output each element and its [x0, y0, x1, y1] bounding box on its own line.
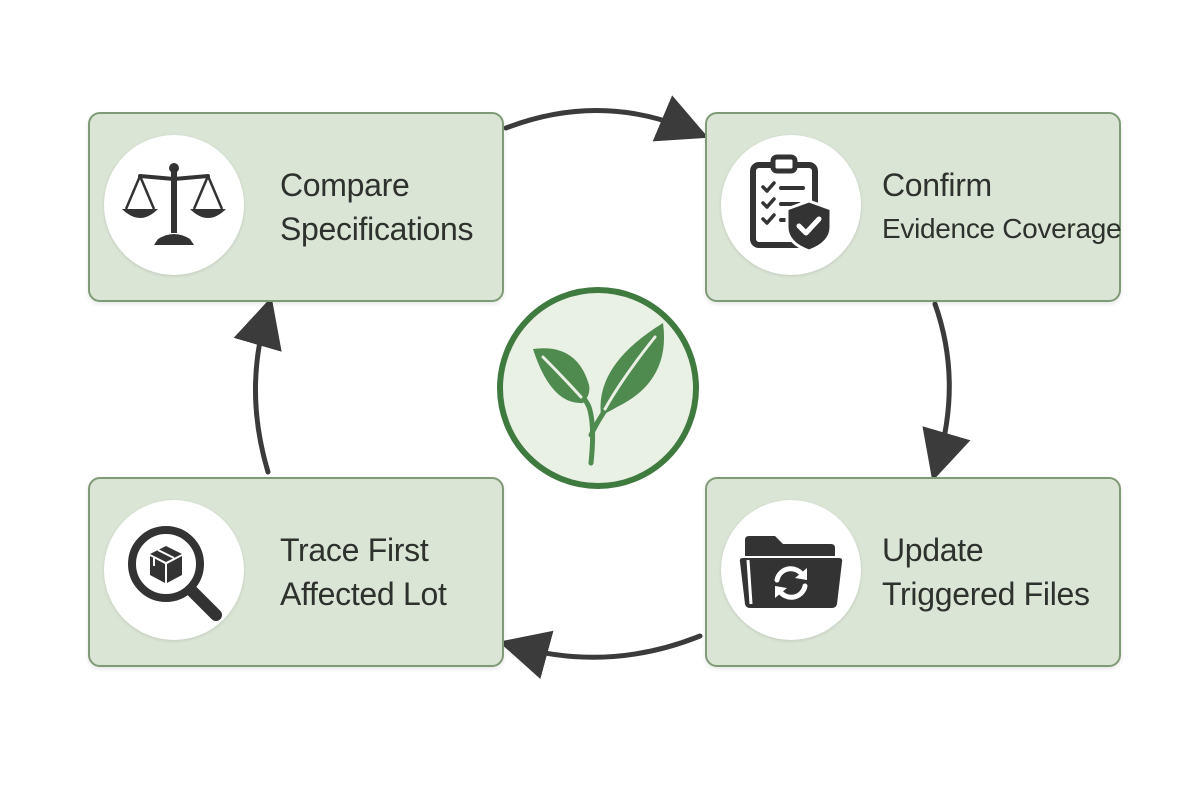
- icon-disc: [721, 135, 861, 275]
- folder-sync-icon: [739, 536, 843, 608]
- step-title-line-2: Triggered Files: [882, 576, 1090, 612]
- step-title-line-2: Affected Lot: [280, 576, 447, 612]
- icon-disc: [721, 500, 861, 640]
- step-card-trace-first-affected-lot: Trace First Affected Lot: [88, 477, 504, 667]
- step-title-line-1: Compare: [280, 167, 410, 203]
- arrow-update-to-trace: [498, 630, 703, 679]
- arrow-trace-to-compare: [233, 296, 282, 475]
- step-title-line-1: Trace First: [280, 532, 429, 568]
- step-card-update-triggered-files: Update Triggered Files: [705, 477, 1121, 667]
- step-label: Trace First Affected Lot: [280, 479, 502, 665]
- icon-disc: [104, 135, 244, 275]
- leaf-sprout-icon: [533, 323, 665, 466]
- arrow-confirm-to-update: [922, 301, 971, 482]
- step-card-compare-specifications: Compare Specifications: [88, 112, 504, 302]
- step-title-line-2: Evidence Coverage: [882, 213, 1122, 244]
- step-title-line-1: Confirm: [882, 167, 992, 203]
- step-card-confirm-evidence-coverage: Confirm Evidence Coverage: [705, 112, 1122, 302]
- step-label: Compare Specifications: [280, 114, 502, 300]
- step-title-line-1: Update: [882, 532, 984, 568]
- clipboard-shield-check-icon: [750, 154, 833, 253]
- arrow-compare-to-confirm: [503, 95, 709, 142]
- balance-scale-icon: [122, 163, 226, 245]
- step-label: Confirm Evidence Coverage: [882, 114, 1122, 300]
- magnifier-box-icon: [128, 526, 222, 621]
- step-label: Update Triggered Files: [882, 479, 1120, 665]
- icon-disc: [104, 500, 244, 640]
- center-emblem: [497, 287, 699, 489]
- step-title-line-2: Specifications: [280, 211, 474, 247]
